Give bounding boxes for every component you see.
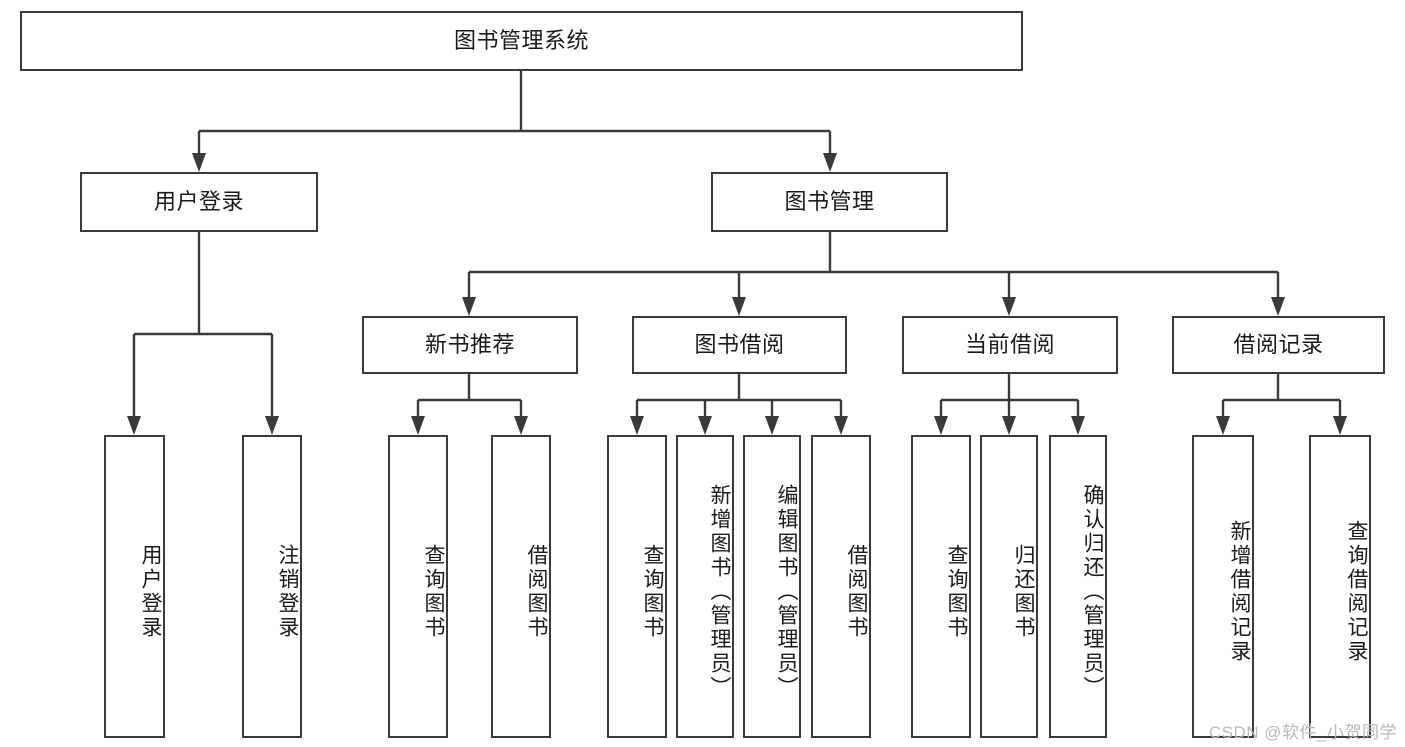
leaf-query-book-current[interactable]: 查询图书: [911, 435, 971, 738]
node-label: 编辑图书（管理员）: [775, 483, 798, 700]
node-label: 注销登录: [276, 543, 299, 640]
node-borrow-records[interactable]: 借阅记录: [1172, 316, 1385, 374]
node-user-login[interactable]: 用户登录: [80, 172, 318, 232]
leaf-query-borrow-record[interactable]: 查询借阅记录: [1309, 435, 1371, 738]
node-label: 新增借阅记录: [1228, 519, 1251, 664]
arrow-current-2: [1002, 416, 1016, 435]
node-book-borrow[interactable]: 图书借阅: [632, 316, 847, 374]
node-label: 新书推荐: [424, 331, 515, 357]
node-label: 当前借阅: [964, 331, 1055, 357]
arrow-to-user-login: [192, 153, 206, 172]
arrow-records-2: [1333, 416, 1347, 435]
node-label: 借阅图书: [525, 543, 548, 640]
leaf-user-login[interactable]: 用户登录: [104, 435, 165, 738]
leaf-query-book-newbook[interactable]: 查询图书: [388, 435, 448, 738]
node-label: 图书借阅: [694, 331, 785, 357]
node-root-system[interactable]: 图书管理系统: [20, 11, 1023, 71]
leaf-query-book-borrow[interactable]: 查询图书: [607, 435, 667, 738]
arrow-records-1: [1216, 416, 1230, 435]
arrow-borrow-3: [765, 416, 779, 435]
arrow-to-user-login-leaf: [127, 416, 141, 435]
leaf-borrow-book-newbook[interactable]: 借阅图书: [491, 435, 551, 738]
leaf-return-book[interactable]: 归还图书: [980, 435, 1038, 738]
node-label: 借阅图书: [845, 543, 868, 640]
node-label: 查询图书: [422, 543, 445, 640]
node-label: 借阅记录: [1233, 331, 1324, 357]
leaf-edit-book-admin[interactable]: 编辑图书（管理员）: [743, 435, 801, 738]
node-label: 查询图书: [945, 543, 968, 640]
leaf-confirm-return-admin[interactable]: 确认归还（管理员）: [1049, 435, 1107, 738]
leaf-borrow-book[interactable]: 借阅图书: [811, 435, 871, 738]
arrow-to-book-mgmt: [823, 153, 837, 172]
leaf-add-borrow-record[interactable]: 新增借阅记录: [1192, 435, 1254, 738]
arrow-to-logout-leaf: [265, 416, 279, 435]
arrow-current-3: [1071, 416, 1085, 435]
node-label: 确认归还（管理员）: [1081, 483, 1104, 700]
node-label: 图书管理系统: [453, 27, 589, 53]
arrow-current-1: [934, 416, 948, 435]
leaf-logout[interactable]: 注销登录: [242, 435, 302, 738]
arrow-to-new-book: [462, 297, 476, 316]
arrow-to-records: [1271, 297, 1285, 316]
csdn-watermark: CSDN @软件_小贺同学: [1208, 723, 1397, 742]
arrow-borrow-4: [834, 416, 848, 435]
node-label: 用户登录: [153, 188, 244, 214]
node-current-borrow[interactable]: 当前借阅: [902, 316, 1118, 374]
node-label: 查询图书: [641, 543, 664, 640]
node-book-management[interactable]: 图书管理: [711, 172, 948, 232]
node-label: 图书管理: [784, 188, 875, 214]
arrow-borrow-1: [630, 416, 644, 435]
arrow-newbook-1: [411, 416, 425, 435]
arrow-to-current: [1002, 297, 1016, 316]
node-label: 新增图书（管理员）: [708, 483, 731, 700]
arrow-borrow-2: [698, 416, 712, 435]
node-new-book-recommend[interactable]: 新书推荐: [362, 316, 578, 374]
node-label: 归还图书: [1012, 543, 1035, 640]
node-label: 查询借阅记录: [1345, 519, 1368, 664]
arrow-to-borrow: [732, 297, 746, 316]
node-label: 用户登录: [139, 543, 162, 640]
leaf-add-book-admin[interactable]: 新增图书（管理员）: [676, 435, 734, 738]
arrow-newbook-2: [514, 416, 528, 435]
